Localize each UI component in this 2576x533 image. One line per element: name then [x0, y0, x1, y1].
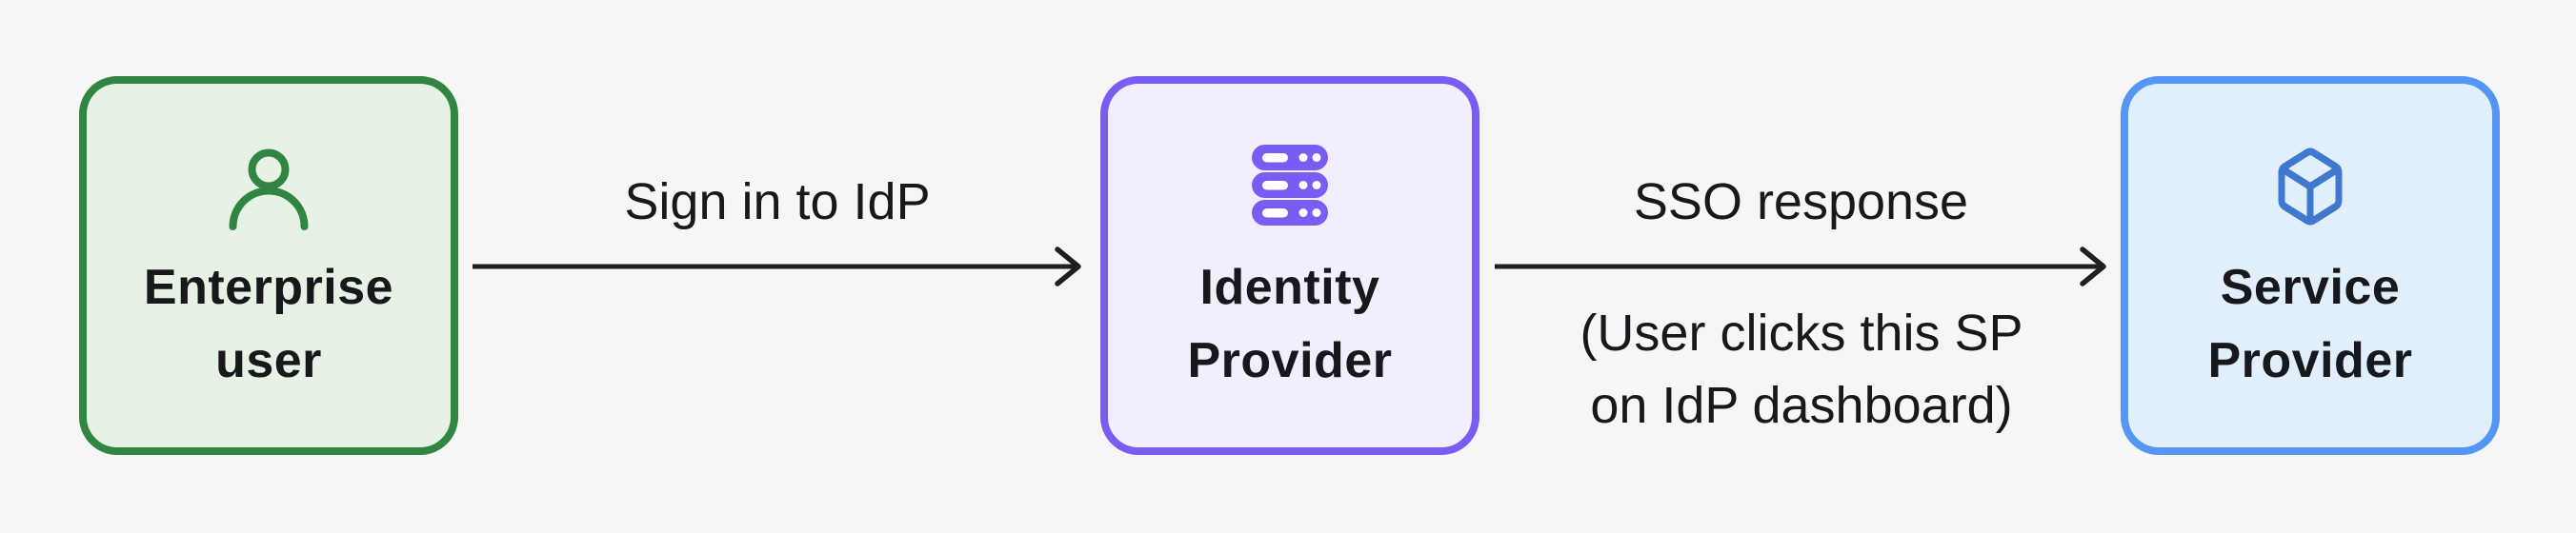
node-label: Identity Provider — [1188, 251, 1393, 398]
node-label-line: Provider — [2207, 333, 2413, 388]
node-enterprise-user: Enterprise user — [79, 76, 458, 455]
node-label: Service Provider — [2208, 251, 2413, 398]
edge-sublabel-line: on IdP dashboard) — [1590, 377, 2013, 434]
arrow-user-to-idp — [473, 247, 1081, 286]
edge-sublabel-sso-response: (User clicks this SP on IdP dashboard) — [1458, 297, 2145, 442]
edge-label-sign-in-to-idp: Sign in to IdP — [624, 173, 931, 230]
user-icon — [225, 143, 312, 230]
arrow-idp-to-sp — [1495, 247, 2106, 286]
edge-label-sso-response: SSO response — [1633, 173, 1969, 230]
node-label-line: Enterprise — [143, 260, 394, 315]
node-identity-provider: Identity Provider — [1100, 76, 1479, 455]
node-label-line: user — [215, 333, 322, 388]
node-label-line: Service — [2220, 260, 2401, 315]
node-label: Enterprise user — [144, 251, 393, 398]
node-label-line: Identity — [1199, 260, 1380, 315]
cube-icon — [2272, 143, 2348, 230]
edge-sublabel-line: (User clicks this SP — [1580, 305, 2023, 362]
node-service-provider: Service Provider — [2121, 76, 2500, 455]
node-label-line: Provider — [1187, 333, 1393, 388]
server-icon — [1246, 143, 1334, 230]
